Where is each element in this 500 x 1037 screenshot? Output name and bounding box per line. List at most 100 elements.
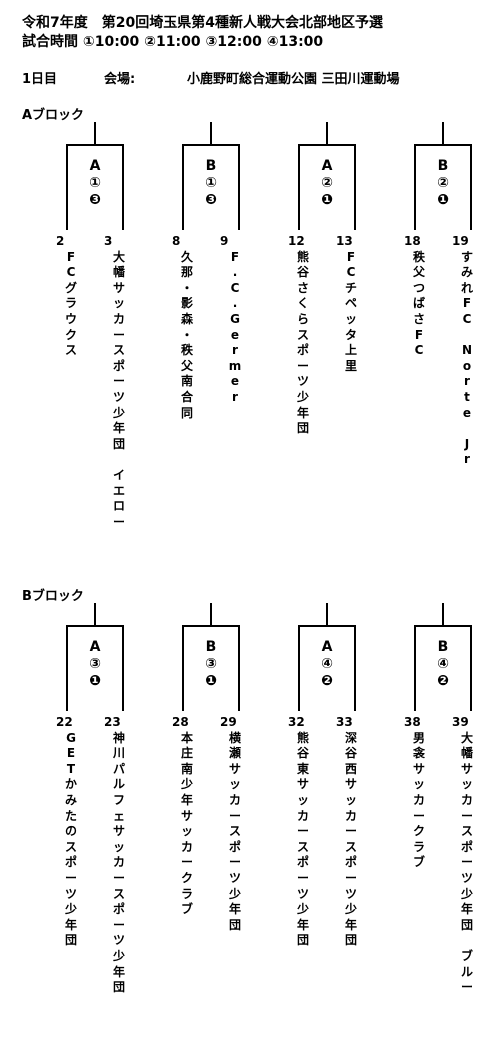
team-name: 久那・影森・秩父南合同 (180, 249, 193, 420)
match-order: ① (205, 175, 217, 191)
match-seq: ❶ (89, 673, 101, 689)
team-number: 22 (56, 715, 73, 729)
match-order: ④ (321, 656, 333, 672)
bracket-bar (66, 625, 124, 627)
bracket-bar (414, 625, 472, 627)
bracket-leg-left (414, 144, 416, 230)
team-name: 神川パルフェサッカースポーツ少年団 (112, 730, 125, 995)
team-name: 深谷西サッカースポーツ少年団 (344, 730, 357, 948)
team-number: 12 (288, 234, 305, 248)
match-order: ① (89, 175, 101, 191)
match-court: A (89, 639, 101, 655)
match-court: B (437, 158, 449, 174)
team-number: 23 (104, 715, 121, 729)
venue-label: 会場: (104, 72, 136, 87)
bracket-leg-right (470, 144, 472, 230)
match-seq: ❷ (321, 673, 333, 689)
team-number: 13 (336, 234, 353, 248)
team-name: 大幡サッカースポーツ少年団 イエロー (112, 249, 125, 529)
team-number: 38 (404, 715, 421, 729)
bracket-leg-right (238, 625, 240, 711)
team-number: 8 (172, 234, 181, 248)
team-number: 32 (288, 715, 305, 729)
bracket-bar (182, 625, 240, 627)
match-seq: ❶ (321, 192, 333, 208)
match-seq: ❸ (89, 192, 101, 208)
venue-name: 小鹿野町総合運動公園 三田川運動場 (187, 72, 400, 87)
bracket-stem (94, 603, 96, 625)
match-order: ④ (437, 656, 449, 672)
team-number: 9 (220, 234, 229, 248)
bracket-leg-right (122, 144, 124, 230)
match-court: A (321, 158, 333, 174)
bracket-leg-left (182, 625, 184, 711)
match-court: B (437, 639, 449, 655)
match-seq: ❶ (205, 673, 217, 689)
team-name: 熊谷さくらスポーツ少年団 (296, 249, 309, 436)
team-number: 33 (336, 715, 353, 729)
team-number: 19 (452, 234, 469, 248)
day-label: 1日目 (22, 72, 58, 87)
bracket-leg-right (354, 144, 356, 230)
match-times: 試合時間 ①10:00 ②11:00 ③12:00 ④13:00 (22, 34, 324, 50)
bracket-stem (442, 122, 444, 144)
block-label: Bブロック (22, 589, 84, 604)
bracket-stem (442, 603, 444, 625)
match-court: B (205, 639, 217, 655)
bracket-stem (326, 603, 328, 625)
team-number: 29 (220, 715, 237, 729)
team-name: 熊谷東サッカースポーツ少年団 (296, 730, 309, 948)
match-court: A (89, 158, 101, 174)
page-title: 令和7年度 第20回埼玉県第4種新人戦大会北部地区予選 (22, 15, 383, 31)
bracket-leg-left (298, 144, 300, 230)
bracket-leg-left (298, 625, 300, 711)
match-order: ② (321, 175, 333, 191)
team-number: 2 (56, 234, 65, 248)
team-number: 3 (104, 234, 113, 248)
team-name: 男衾サッカークラブ (412, 730, 425, 870)
match-seq: ❸ (205, 192, 217, 208)
team-number: 28 (172, 715, 189, 729)
bracket-leg-right (238, 144, 240, 230)
bracket-leg-left (66, 144, 68, 230)
bracket-stem (326, 122, 328, 144)
bracket-bar (298, 625, 356, 627)
bracket-leg-left (66, 625, 68, 711)
match-seq: ❶ (437, 192, 449, 208)
bracket-leg-right (354, 625, 356, 711)
team-number: 18 (404, 234, 421, 248)
bracket-bar (66, 144, 124, 146)
match-order: ③ (89, 656, 101, 672)
bracket-leg-right (122, 625, 124, 711)
team-name: 横瀬サッカースポーツ少年団 (228, 730, 241, 932)
bracket-bar (298, 144, 356, 146)
bracket-bar (414, 144, 472, 146)
match-court: B (205, 158, 217, 174)
bracket-leg-right (470, 625, 472, 711)
team-number: 39 (452, 715, 469, 729)
match-order: ③ (205, 656, 217, 672)
match-order: ② (437, 175, 449, 191)
block-label: Aブロック (22, 108, 85, 123)
bracket-leg-left (182, 144, 184, 230)
